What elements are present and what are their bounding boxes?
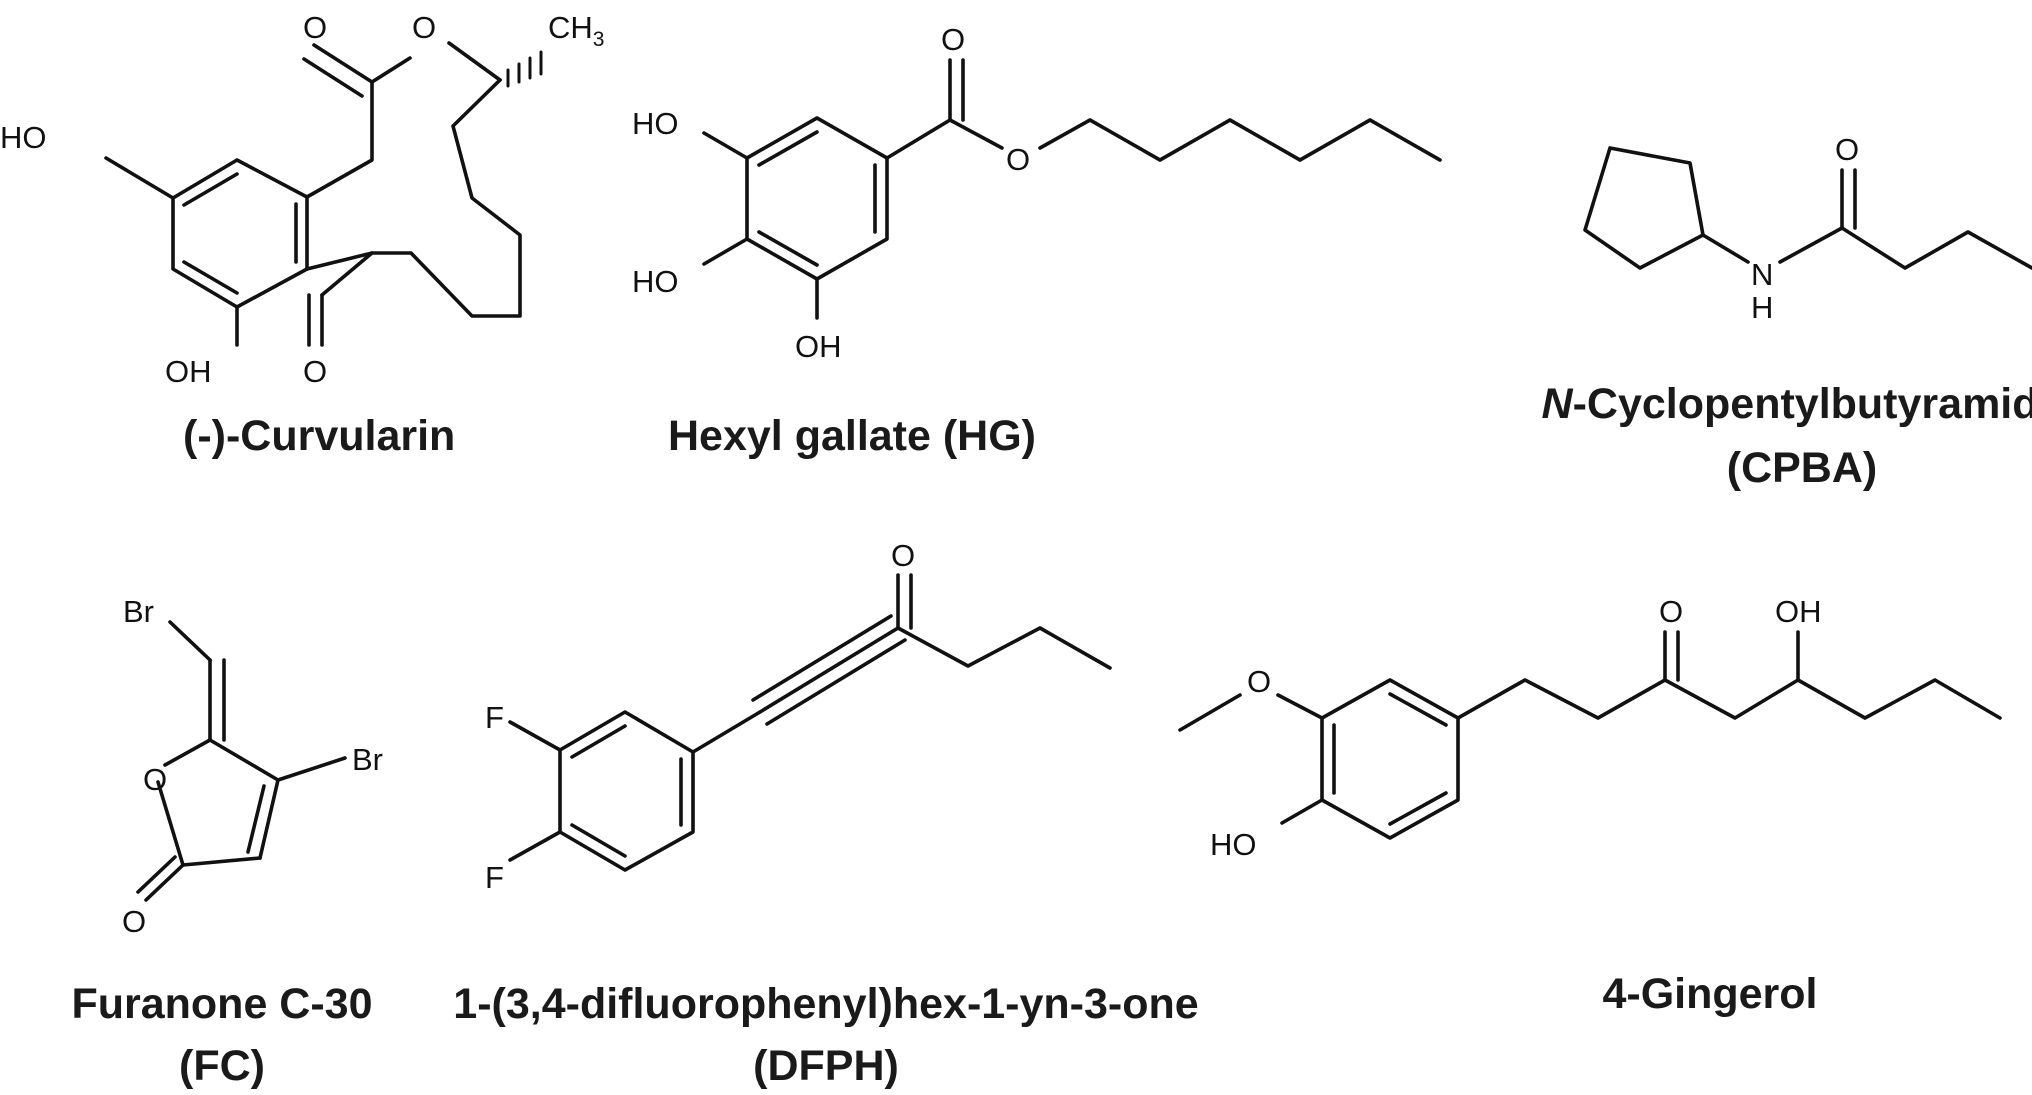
atom-ho: HO xyxy=(1210,827,1257,862)
name-dfph: 1-(3,4-difluorophenyl)hex-1-yn-3-one xyxy=(453,980,1198,1028)
atom-labels-cpba: N H O xyxy=(1751,132,1859,325)
atom-ho: HO xyxy=(632,106,679,141)
atom-o-carbonyl: O xyxy=(941,22,965,57)
molecule-dfph: F F O 1-(3,4-difluorophenyl)hex-1-yn-3-o… xyxy=(453,538,1198,1090)
atom-ho: HO xyxy=(0,120,47,155)
bonds-dfph xyxy=(508,573,1112,872)
atom-labels-dfph: F F O xyxy=(485,538,915,895)
molecule-hexyl-gallate: HO HO OH O O Hexyl gallate (HG) xyxy=(632,22,1442,460)
name-cpba-abbrev: (CPBA) xyxy=(1727,444,1877,492)
atom-ho: HO xyxy=(632,264,679,299)
atom-oh: OH xyxy=(1775,594,1822,629)
atom-f: F xyxy=(485,860,504,895)
name-hexyl-gallate: Hexyl gallate (HG) xyxy=(668,412,1036,460)
atom-labels-furanone: Br Br O O xyxy=(122,594,383,939)
atom-n: N xyxy=(1751,257,1773,292)
atom-ch3: CH3 xyxy=(548,10,604,51)
molecule-gingerol: O HO O OH 4-Gingerol xyxy=(1178,594,2002,1018)
atom-br: Br xyxy=(352,742,383,777)
atom-labels-hexyl-gallate: HO HO OH O O xyxy=(632,22,1030,364)
bonds-hexyl-gallate xyxy=(702,58,1442,320)
atom-o-carbonyl: O xyxy=(122,904,146,939)
bonds-cpba xyxy=(1583,146,2032,270)
name-cpba: N-Cyclopentylbutyramide xyxy=(1542,380,2032,428)
bonds-gingerol xyxy=(1178,630,2002,840)
atom-o-ketone: O xyxy=(1659,594,1683,629)
atom-h: H xyxy=(1751,290,1773,325)
atom-oh: OH xyxy=(795,329,842,364)
name-gingerol: 4-Gingerol xyxy=(1602,970,1817,1018)
molecule-furanone: Br Br O O Furanone C-30 (FC) xyxy=(71,594,383,1090)
atom-f: F xyxy=(485,700,504,735)
atom-o-ring: O xyxy=(143,762,167,797)
bonds-curvularin xyxy=(104,41,543,347)
atom-o-ester: O xyxy=(1006,142,1030,177)
atom-o: O xyxy=(891,538,915,573)
name-furanone-abbrev: (FC) xyxy=(179,1042,265,1090)
atom-o-ring: O xyxy=(412,10,436,45)
atom-labels-curvularin: HO OH O O O CH3 xyxy=(0,10,604,389)
atom-oh: OH xyxy=(165,354,212,389)
name-curvularin: (-)-Curvularin xyxy=(183,412,455,460)
atom-o: O xyxy=(1835,132,1859,167)
atom-o-methoxy: O xyxy=(1247,664,1271,699)
atom-labels-gingerol: O HO O OH xyxy=(1210,594,1822,862)
atom-o-ketone: O xyxy=(303,354,327,389)
molecule-curvularin: HO OH O O O CH3 (-)-Curvularin xyxy=(0,10,604,460)
name-dfph-abbrev: (DFPH) xyxy=(753,1042,899,1090)
name-furanone: Furanone C-30 xyxy=(71,980,372,1028)
molecule-cpba: N H O N-Cyclopentylbutyramide (CPBA) xyxy=(1542,132,2032,492)
atom-o-carbonyl: O xyxy=(303,10,327,45)
bonds-furanone xyxy=(136,620,347,902)
atom-br: Br xyxy=(123,594,154,629)
